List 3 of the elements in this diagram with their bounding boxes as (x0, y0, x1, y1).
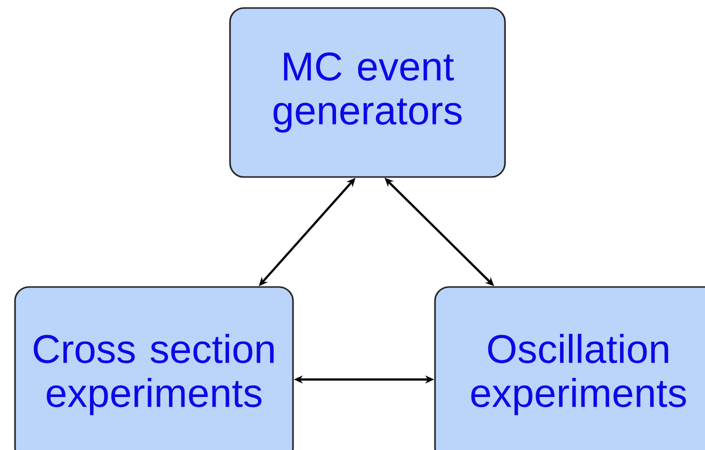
process-box: Oscillation experiments (434, 286, 705, 450)
process-box: MC event generators (229, 7, 506, 178)
process-box: Cross section experiments (14, 286, 294, 450)
